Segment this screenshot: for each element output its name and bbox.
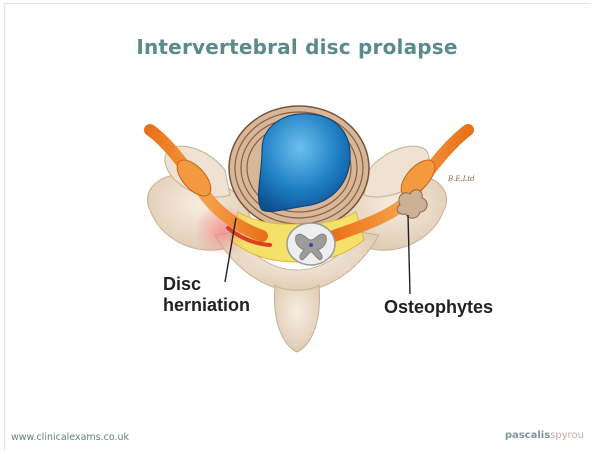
footer-logo: pascalisspyrou [505,430,584,441]
disc-herniation-label-line1: Disc [163,274,250,295]
footer-logo-part2: spyrou [550,430,584,441]
osteophytes-label: Osteophytes [384,297,493,318]
disc-herniation-label-line2: herniation [163,295,250,316]
spinous-process [274,285,319,352]
footer-url[interactable]: www.clinicalexams.co.uk [11,432,129,443]
artist-signature: B.E.Ltd [448,175,475,183]
disc-herniation-label: Disc herniation [163,274,250,316]
footer-logo-part1: pascalis [505,430,550,441]
central-canal [309,243,313,247]
